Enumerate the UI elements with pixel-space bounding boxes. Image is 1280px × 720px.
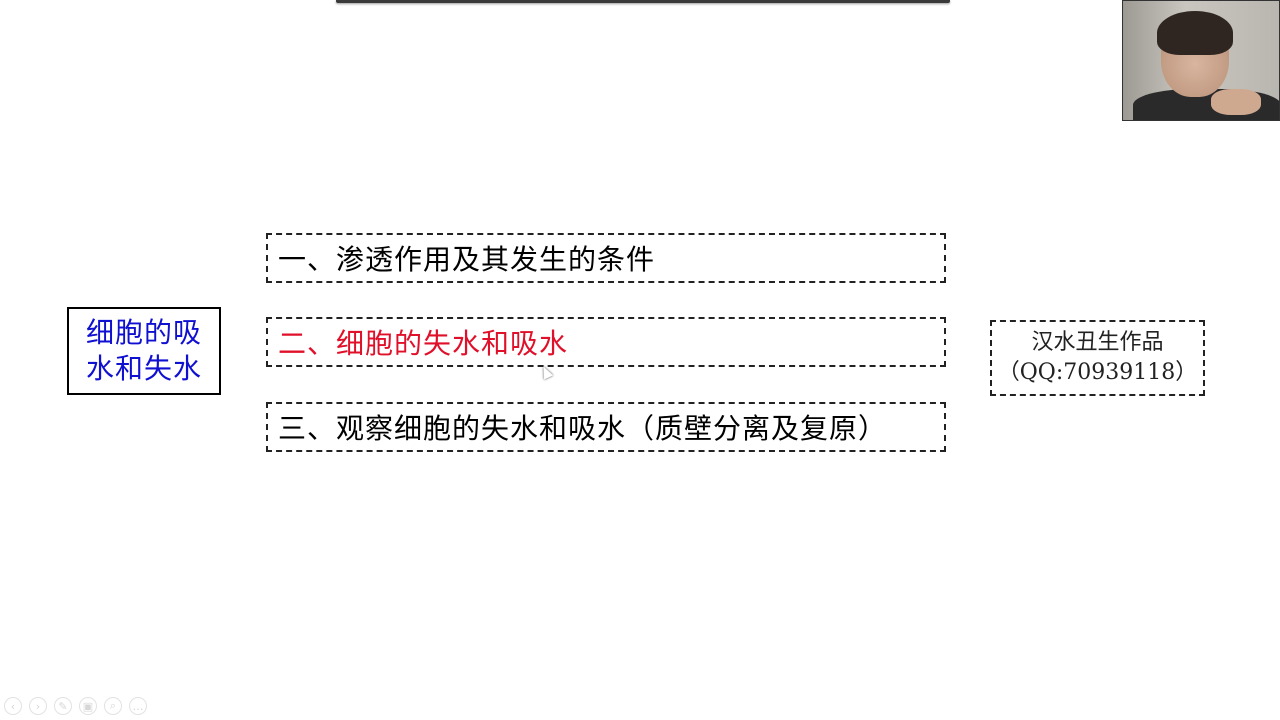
prev-slide-icon[interactable]: ‹ bbox=[4, 697, 22, 715]
more-options-icon[interactable]: … bbox=[129, 697, 147, 715]
outline-item-label: 二、细胞的失水和吸水 bbox=[278, 327, 569, 360]
outline-item-3[interactable]: 三、观察细胞的失水和吸水（质壁分离及复原） bbox=[266, 402, 946, 452]
outline-item-label: 一、渗透作用及其发生的条件 bbox=[278, 243, 656, 276]
outline-item-label: 三、观察细胞的失水和吸水（质壁分离及复原） bbox=[278, 412, 888, 445]
credit-qq: （QQ:70939118） bbox=[997, 360, 1198, 385]
webcam-hair bbox=[1157, 11, 1233, 55]
topic-line-1: 细胞的吸 bbox=[85, 316, 202, 349]
topic-box: 细胞的吸 水和失水 bbox=[67, 307, 221, 395]
credit-box: 汉水丑生作品 （QQ:70939118） bbox=[990, 320, 1205, 396]
credit-author: 汉水丑生作品 bbox=[1031, 330, 1164, 355]
webcam-hand bbox=[1211, 89, 1261, 115]
next-slide-icon[interactable]: › bbox=[29, 697, 47, 715]
slides-grid-icon[interactable]: ▣ bbox=[79, 697, 97, 715]
presenter-webcam bbox=[1122, 0, 1280, 121]
presentation-top-bar bbox=[336, 0, 950, 3]
outline-item-1[interactable]: 一、渗透作用及其发生的条件 bbox=[266, 233, 946, 283]
outline-item-2[interactable]: 二、细胞的失水和吸水 bbox=[266, 317, 946, 367]
slideshow-controls: ‹ › ✎ ▣ ⌕ … bbox=[4, 697, 147, 715]
pen-icon[interactable]: ✎ bbox=[54, 697, 72, 715]
topic-line-2: 水和失水 bbox=[85, 352, 202, 385]
zoom-icon[interactable]: ⌕ bbox=[104, 697, 122, 715]
